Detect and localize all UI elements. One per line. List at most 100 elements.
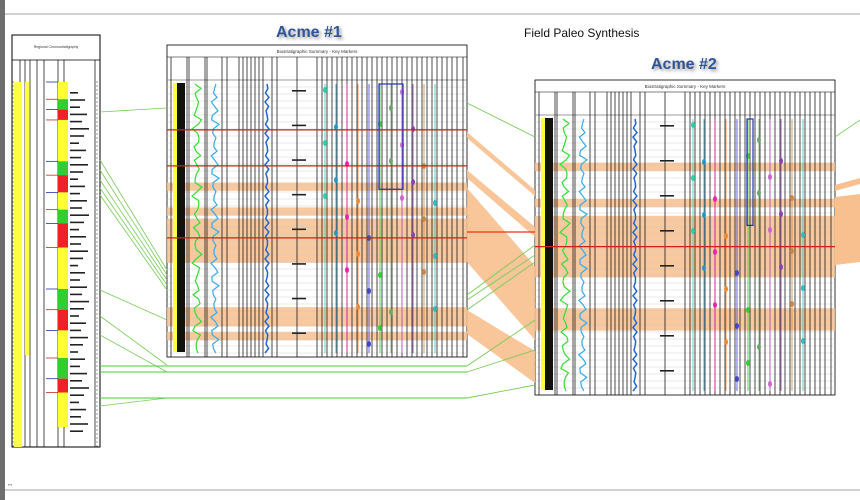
taxa-occurrence-marker: [389, 309, 393, 315]
reference-marker-label: [70, 214, 89, 216]
taxa-occurrence-marker: [433, 253, 437, 259]
taxa-occurrence-marker: [422, 269, 426, 275]
reference-marker-label: [70, 192, 80, 195]
well-annotation-text: [292, 124, 306, 127]
reference-marker-label: [70, 272, 85, 274]
taxa-occurrence-marker: [389, 105, 393, 111]
reference-marker-label: [70, 336, 88, 339]
reference-marker-label: [70, 315, 79, 317]
reference-marker-label: [70, 92, 78, 94]
taxa-occurrence-marker: [790, 301, 794, 307]
reference-marker-label: [70, 228, 79, 231]
reference-zone-2: [58, 109, 68, 120]
lithology-yellow-track: [173, 83, 177, 352]
correlation-lines: [99, 102, 860, 407]
selection-box: [378, 83, 404, 190]
taxa-occurrence-marker: [334, 124, 338, 130]
reference-zone-8: [58, 223, 68, 248]
taxa-occurrence-marker: [735, 323, 739, 329]
well-correlation-line: [466, 349, 536, 373]
reference-marker-label: [70, 207, 82, 209]
reference-marker-label: [70, 264, 78, 267]
reference-marker-label: [70, 236, 86, 238]
well-correlation-line: [466, 384, 536, 399]
taxa-occurrence-marker: [746, 307, 750, 313]
correlation-band-right: [835, 194, 860, 265]
well-panel-2: Biostratigraphic Summary - Key Markers: [534, 79, 836, 396]
taxa-occurrence-marker: [801, 285, 805, 291]
reference-correlation-line: [99, 159, 168, 271]
taxa-occurrence-marker: [779, 264, 783, 270]
reference-column-header: Regional Chronostratigraphy: [34, 45, 79, 49]
correlation-bands: [467, 132, 860, 383]
lithology-black-track: [177, 83, 185, 352]
reference-zone-1: [58, 99, 68, 110]
page-title: Field Paleo Synthesis: [524, 26, 640, 40]
resistivity-curve: [577, 118, 589, 392]
reference-marker-label: [70, 293, 82, 296]
page-top-rule: [5, 13, 860, 15]
reference-marker-label: [70, 113, 87, 116]
sonic-curve: [632, 118, 638, 392]
reference-marker-label: [70, 329, 81, 332]
page-bottom-rule: [5, 489, 860, 491]
reference-zone-12: [58, 330, 68, 358]
taxa-occurrence-marker: [702, 265, 706, 271]
taxa-occurrence-marker: [334, 177, 338, 183]
well-correlation-line: [466, 254, 536, 301]
well-correlation-line: [466, 261, 536, 311]
taxa-occurrence-marker: [691, 228, 695, 234]
taxa-occurrence-marker: [356, 304, 360, 310]
taxa-occurrence-marker: [779, 158, 783, 164]
taxa-occurrence-marker: [389, 158, 393, 164]
taxa-occurrence-marker: [790, 195, 794, 201]
reference-marker-label: [70, 185, 85, 188]
well-annotation-text: [292, 193, 306, 196]
well-annotation-text: [660, 195, 674, 197]
well-annotation-text: [292, 332, 306, 334]
reference-marker-label: [70, 135, 84, 137]
taxa-occurrence-marker: [713, 302, 717, 308]
well-annotation-text: [292, 90, 306, 92]
reference-correlation-line: [99, 187, 168, 286]
taxa-occurrence-marker: [411, 126, 415, 132]
taxa-occurrence-marker: [367, 288, 371, 294]
taxa-occurrence-marker: [735, 270, 739, 276]
well-annotation-text: [292, 228, 306, 231]
reference-marker-label: [70, 300, 89, 303]
reference-marker-label: [70, 243, 81, 245]
taxa-occurrence-marker: [345, 267, 349, 273]
correlation-band: [467, 170, 535, 237]
taxa-occurrence-marker: [768, 227, 772, 233]
resistivity-curve: [209, 83, 221, 354]
well-title-acme-2: Acme #2: [651, 56, 717, 73]
reference-marker-label: [70, 200, 87, 202]
reference-marker-label: [70, 322, 86, 324]
well-correlation-line: [466, 319, 536, 367]
taxa-occurrence-marker: [702, 159, 706, 165]
taxa-occurrence-marker: [323, 193, 327, 199]
reference-column: Regional Chronostratigraphy: [11, 34, 101, 448]
reference-zone-13: [58, 358, 68, 379]
taxa-occurrence-marker: [779, 211, 783, 217]
well-annotation-text: [292, 263, 306, 265]
reference-marker-label: [70, 416, 81, 418]
reference-marker-label: [70, 394, 84, 396]
well-annotation-text: [660, 265, 674, 267]
taxa-occurrence-marker: [378, 272, 382, 278]
reference-marker-label: [70, 164, 88, 166]
taxa-occurrence-marker: [757, 137, 761, 143]
reference-zone-10: [58, 289, 68, 310]
taxa-occurrence-marker: [433, 200, 437, 206]
reference-zone-4: [58, 161, 68, 176]
taxa-occurrence-marker: [801, 232, 805, 238]
reference-marker-label: [70, 250, 88, 252]
taxa-occurrence-marker: [691, 175, 695, 181]
stage-fill-yellow: [14, 82, 22, 447]
well-annotation-text: [660, 125, 674, 127]
well-annotation-text: [292, 159, 306, 161]
reference-marker-label: [70, 351, 78, 353]
reference-marker-label: [70, 358, 85, 360]
substage-fill-yellow: [25, 82, 29, 355]
reference-marker-label: [70, 308, 84, 310]
